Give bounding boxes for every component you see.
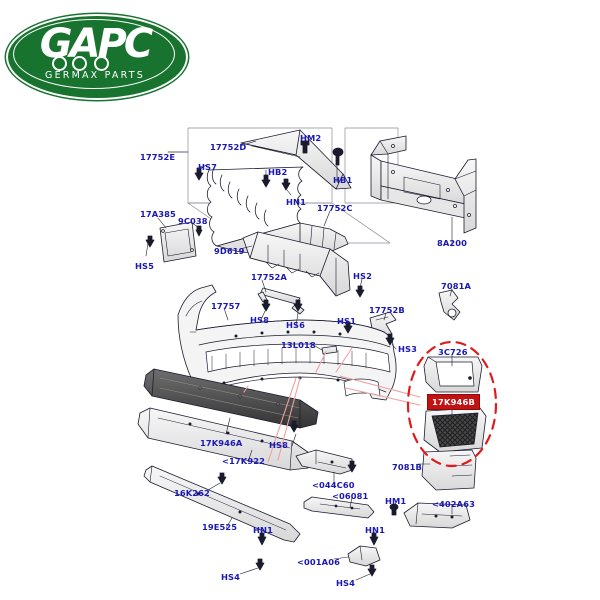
callout-7081b: 7081B: [392, 462, 422, 472]
callout-hb1: HB1: [333, 175, 353, 185]
callout-17752a: 17752A: [251, 272, 287, 282]
callout-3c726: 3C726: [438, 347, 468, 357]
part-044c60: [295, 449, 353, 475]
callout-hs5: HS5: [135, 261, 154, 271]
callout-hn1-mid: HN1: [253, 525, 273, 535]
part-9d619: [242, 231, 351, 297]
callout-044c60: <044C60: [312, 480, 355, 490]
fastener-glyphs: [145, 140, 399, 577]
callout-001a06: <001A06: [297, 557, 340, 567]
highlight-ellipse: [406, 340, 498, 468]
part-8a200: [370, 135, 477, 234]
callout-hs2: HS2: [353, 271, 372, 281]
highlight-leader-lines: [243, 347, 421, 463]
part-19e525: [143, 465, 301, 543]
part-7081a: [438, 289, 461, 321]
part-17752a: [257, 287, 305, 315]
part-17757-bumper-cover: [177, 284, 397, 401]
callout-9c038: 9C038: [178, 216, 208, 226]
callout-hs6: HS6: [286, 320, 305, 330]
callout-9d619: 9D619: [214, 246, 245, 256]
leader-lines: [145, 139, 453, 581]
callout-16k262: 16K262: [174, 488, 210, 498]
callout-hs1: HS1: [337, 316, 356, 326]
callout-hs3: HS3: [398, 344, 417, 354]
part-06081: [303, 496, 375, 519]
part-17752d: [240, 129, 352, 190]
callout-06081: <06081: [332, 491, 369, 501]
callout-17752b: 17752B: [369, 305, 405, 315]
callout-402a63: <402A63: [432, 499, 475, 509]
part-3c726: [423, 356, 483, 393]
callout-8a200: 8A200: [437, 238, 468, 248]
callout-13l018: 13L018: [281, 340, 316, 350]
callout-hs8-a: HS8: [250, 315, 269, 325]
callout-17752c: 17752C: [317, 203, 353, 213]
callout-17a385: 17A385: [140, 209, 176, 219]
callout-17k946a: 17K946A: [200, 438, 243, 448]
part-17a385: [159, 221, 197, 263]
logo-wheel-icons: [50, 55, 142, 71]
callout-hs4-a: HS4: [221, 572, 240, 582]
callout-hn1-bot: HN1: [365, 525, 385, 535]
callout-hs8-b: HS8: [269, 440, 288, 450]
callout-hs4-b: HS4: [336, 578, 355, 588]
callout-hs7: HS7: [198, 162, 217, 172]
callout-hm2: HM2: [300, 133, 322, 143]
part-7081b: [421, 449, 477, 491]
callout-7081a: 7081A: [441, 281, 472, 291]
callout-17k922: <17K922: [222, 456, 265, 466]
callout-19e525: 19E525: [202, 522, 238, 532]
part-17k946a: [143, 368, 319, 429]
callout-hm1: HM1: [385, 496, 407, 506]
part-402a63: [403, 502, 471, 529]
brand-logo: GAPC GERMAX PARTS: [6, 14, 188, 100]
callout-17752e: 17752E: [140, 152, 176, 162]
callout-hb2: HB2: [268, 167, 288, 177]
logo-inner-ring: [13, 19, 175, 89]
callout-hn1-top: HN1: [286, 197, 306, 207]
part-17k946b: [423, 407, 487, 453]
callout-17k946b: 17K946B: [427, 394, 481, 410]
callout-17752d: 17752D: [210, 142, 247, 152]
part-17k922: [137, 407, 313, 471]
part-001a06: [347, 545, 381, 567]
callout-17757: 17757: [211, 301, 241, 311]
logo-subtitle: GERMAX PARTS: [45, 70, 145, 81]
